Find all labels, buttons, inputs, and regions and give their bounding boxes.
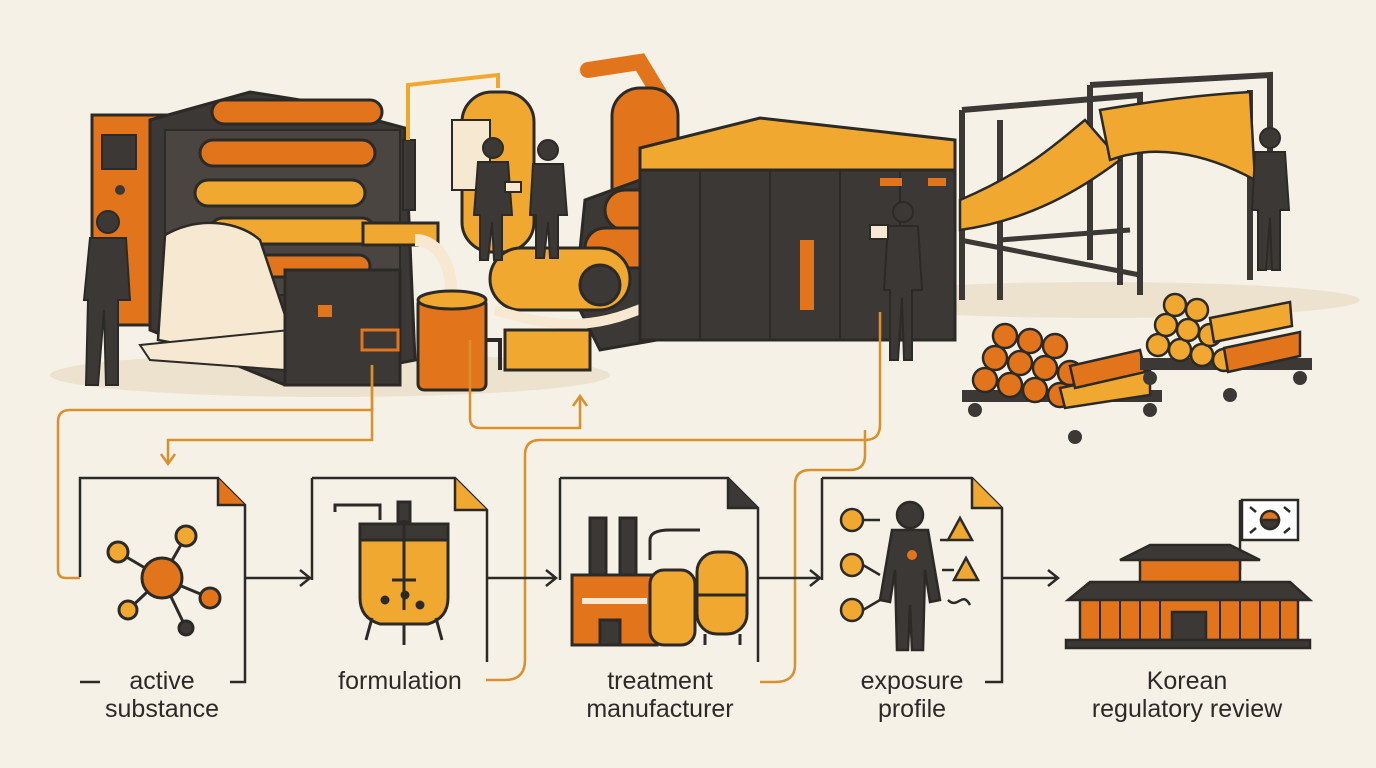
step-label-treatment-manufacturer: treatment manufacturer — [545, 667, 775, 723]
flow-lines — [56, 312, 882, 684]
step-label-line: formulation — [338, 667, 462, 695]
step-label-formulation: formulation — [285, 667, 515, 695]
human-body-icon — [878, 500, 942, 652]
factory-icon — [570, 516, 749, 647]
workers — [82, 127, 1291, 386]
mixing-tank-icon — [333, 500, 450, 645]
molecule-icon — [106, 524, 222, 637]
floor-shadow — [840, 282, 1360, 318]
document-panels — [78, 476, 1004, 684]
drying-frames — [958, 71, 1273, 300]
step-label-line: exposure — [860, 667, 964, 695]
flow-arrowheads — [159, 393, 589, 467]
step-label-active-substance: active substance — [47, 667, 277, 723]
step-label-line: treatment — [607, 667, 713, 695]
roll-carts — [962, 292, 1312, 444]
step-arrows — [245, 569, 1061, 587]
step-label-korean-regulatory-review: Korean regulatory review — [1072, 667, 1302, 723]
worker-figure — [82, 210, 132, 386]
worker-figure — [472, 137, 522, 261]
worker-figure — [528, 139, 569, 259]
worker-figure — [1250, 127, 1291, 271]
hazard-icon — [839, 507, 981, 623]
step-label-line: regulatory review — [1091, 695, 1283, 723]
government-building-icon — [1064, 543, 1314, 650]
step-label-line: manufacturer — [586, 695, 734, 723]
step-label-line: substance — [105, 695, 219, 723]
paper-machine — [90, 90, 417, 387]
step-label-line: profile — [877, 695, 947, 723]
worker-figure — [869, 201, 924, 361]
step-label-line: active — [129, 667, 195, 695]
korean-flag-icon — [1238, 498, 1300, 570]
step-label-line: Korean — [1146, 667, 1228, 695]
step-label-exposure-profile: exposure profile — [797, 667, 1027, 723]
